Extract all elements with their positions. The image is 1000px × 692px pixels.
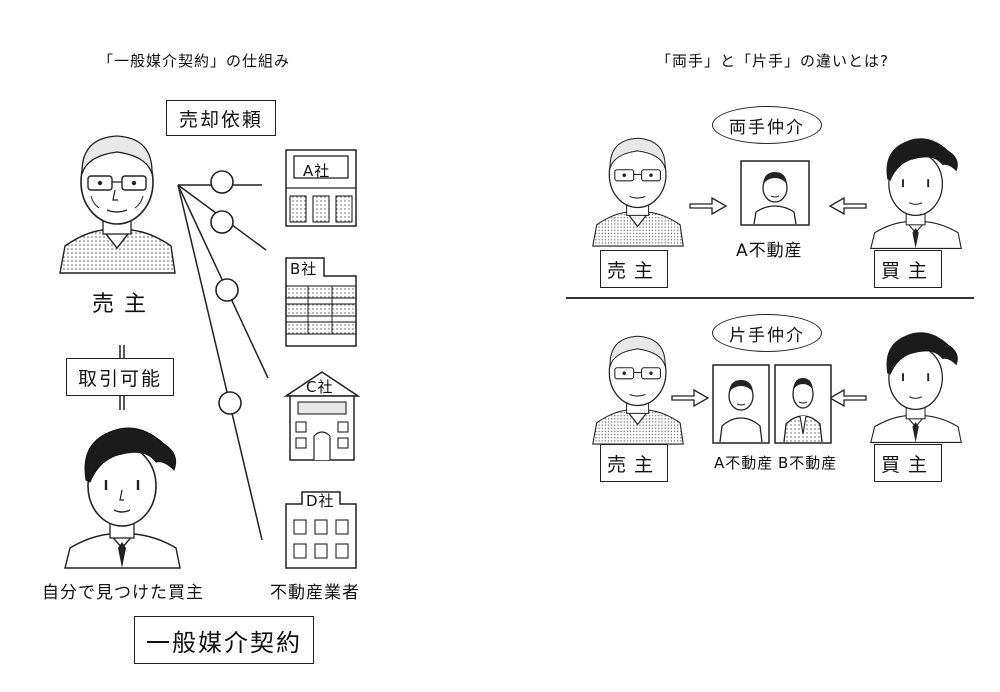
section-divider — [566, 297, 974, 299]
company-a-label: A社 — [303, 162, 331, 180]
one-hand-agent-a-label: A不動産 — [714, 454, 774, 472]
company-c-label: C社 — [306, 378, 334, 396]
one-hand-seller-box: 売主 — [600, 444, 668, 482]
one-hand-buyer-illustration — [870, 332, 962, 443]
one-hand-oval: 片手仲介 — [712, 314, 822, 352]
seller-illustration — [59, 135, 176, 274]
company-b-label: B社 — [290, 260, 318, 278]
one-hand-agent-b-label: B不動産 — [778, 454, 838, 472]
right-panel-title: 「両手」と「片手」の違いとは? — [656, 52, 889, 70]
one-hand-buyer-box: 買主 — [874, 444, 942, 482]
self-found-buyer-illustration — [64, 427, 181, 569]
company-d-building-icon — [285, 491, 357, 569]
company-c-building-icon — [284, 371, 360, 461]
company-b-building-icon — [285, 257, 357, 347]
one-hand-agent-b-portrait — [774, 364, 832, 444]
one-hand-seller-illustration — [592, 335, 684, 445]
one-hand-agent-a-portrait — [712, 364, 770, 444]
sale-request-box: 売却依頼 — [166, 100, 276, 136]
company-a-building-icon — [285, 149, 357, 227]
both-hands-oval: 両手仲介 — [712, 106, 822, 144]
both-hands-seller-box: 売主 — [600, 250, 668, 288]
both-hands-buyer-box: 買主 — [874, 250, 942, 288]
transaction-possible-box: 取引可能 — [66, 358, 174, 396]
self-found-buyer-label: 自分で見つけた買主 — [42, 583, 204, 603]
company-d-label: D社 — [306, 492, 335, 510]
both-hands-agent-label: A不動産 — [736, 241, 803, 261]
both-hands-buyer-illustration — [870, 138, 962, 249]
general-mediation-contract-box: 一般媒介契約 — [134, 616, 314, 664]
left-panel-title: 「一般媒介契約」の仕組み — [98, 52, 291, 70]
both-hands-agent-a-portrait — [740, 160, 810, 226]
seller-label: 売主 — [92, 292, 157, 317]
both-hands-seller-illustration — [592, 137, 684, 247]
real-estate-agents-label: 不動産業者 — [270, 583, 360, 603]
